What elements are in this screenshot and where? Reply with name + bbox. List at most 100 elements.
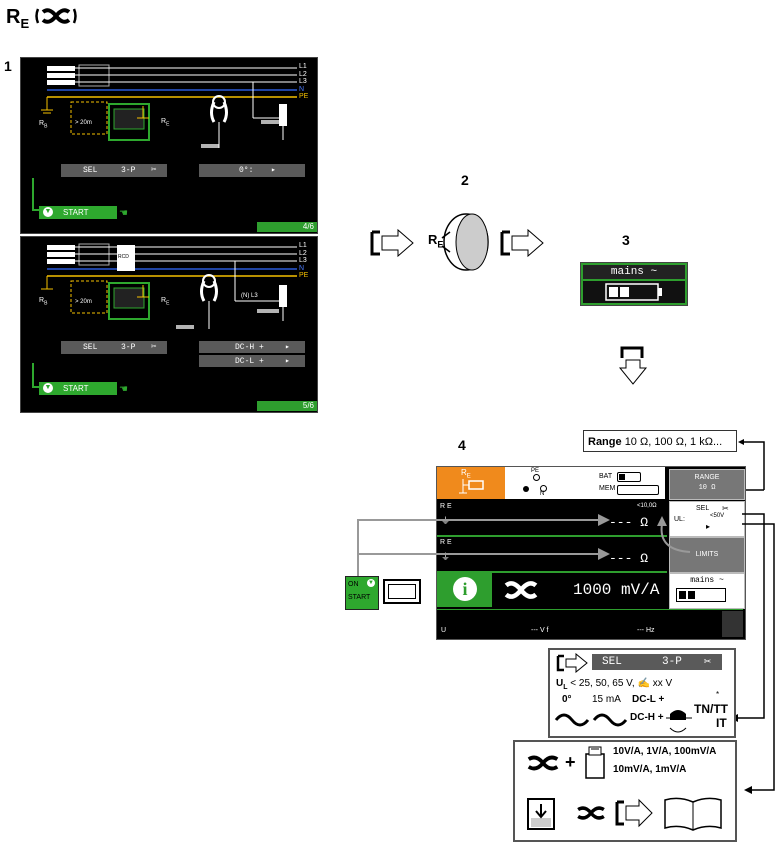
range-values: 10 Ω, 100 Ω, 1 kΩ... bbox=[624, 436, 723, 448]
rotary-knob-icon[interactable] bbox=[440, 210, 492, 274]
arrow-down-icon bbox=[618, 346, 648, 385]
arrow-icon bbox=[556, 653, 588, 673]
re-label: RE bbox=[161, 297, 170, 307]
rb-label: RB bbox=[39, 120, 48, 130]
footnote-star: * bbox=[716, 690, 720, 699]
wiring-diagram-rcd bbox=[41, 243, 297, 329]
page-indicator: 5/6 bbox=[257, 401, 317, 411]
sel-button[interactable]: SEL ✂ UL: <50V ▸ bbox=[669, 501, 745, 537]
range-info-box: Range 10 Ω, 100 Ω, 1 kΩ... bbox=[583, 430, 737, 452]
line-label-l2: L2 bbox=[299, 70, 307, 78]
dc-h-label: DC-H + bbox=[630, 712, 664, 723]
network-it: IT bbox=[716, 716, 727, 730]
limit-value: <10,0Ω bbox=[637, 503, 657, 509]
waveform-icons bbox=[554, 710, 692, 733]
screen-5-of-6: RCD L1 L2 L3 N PE RB > 20m RE (N) L3 SEL… bbox=[20, 236, 318, 413]
mains-label: mains ~ bbox=[583, 265, 685, 279]
green-connector bbox=[32, 363, 41, 388]
clamp-icon bbox=[504, 581, 538, 599]
start-icon: ▼ bbox=[43, 207, 53, 217]
current-label: 15 mA bbox=[592, 694, 621, 705]
waveform-icon: ▸ bbox=[285, 343, 290, 352]
hand-icon: ☚ bbox=[119, 384, 128, 395]
selector-dial-icon[interactable] bbox=[527, 798, 555, 830]
sel-field[interactable]: SEL 3-P ✂ bbox=[592, 654, 722, 670]
re-knob-label: RE bbox=[428, 232, 444, 250]
terminal-dot-icon bbox=[523, 486, 529, 492]
arrow-icon bbox=[500, 228, 544, 258]
step-number-2: 2 bbox=[461, 172, 469, 188]
clamp-info-panel: + 10V/A, 1V/A, 100mV/A 10mV/A, 1mV/A bbox=[513, 740, 737, 842]
clamp-icon bbox=[527, 755, 559, 771]
clamp-ranges-1: 10V/A, 1V/A, 100mV/A bbox=[613, 746, 717, 757]
network-tn-tt: TN/TT bbox=[694, 702, 728, 716]
bat-label: BAT bbox=[599, 473, 613, 480]
waveform-icon: ▸ bbox=[285, 357, 290, 366]
waveform-icon: ▸ bbox=[706, 522, 711, 531]
wiring-diagram bbox=[41, 64, 297, 148]
sel-field[interactable]: SEL 3-P ✂ bbox=[61, 341, 167, 354]
n-l3-label: (N) L3 bbox=[241, 293, 258, 299]
manual-book-icon bbox=[664, 797, 722, 831]
screen-4-of-6: L1 L2 L3 N PE RB > 20m RE SEL 3-P ✂ 0°: … bbox=[20, 57, 318, 234]
pe-terminal-icon bbox=[533, 474, 540, 481]
rcd-label: RCD bbox=[118, 254, 129, 260]
line-label-pe: PE bbox=[299, 272, 309, 279]
green-connector bbox=[32, 178, 41, 211]
earth-icon: ⏚ bbox=[441, 552, 451, 562]
pe-label: PE bbox=[531, 468, 540, 474]
memory-bar bbox=[617, 485, 659, 495]
tab-re[interactable]: RE bbox=[437, 467, 505, 499]
limits-button[interactable]: LIMITS bbox=[669, 537, 745, 573]
measurement-row-2: R E ⏚ --- Ω bbox=[437, 537, 667, 573]
page-indicator: 4/6 bbox=[257, 222, 317, 232]
n-terminal-icon bbox=[540, 485, 547, 492]
line-label-n: N bbox=[299, 264, 305, 272]
on-start-key[interactable]: ON ▼ START bbox=[345, 576, 379, 610]
start-button[interactable]: ▼ START bbox=[39, 206, 117, 219]
edit-icon: ✍ bbox=[637, 678, 650, 689]
voltage-label: U bbox=[441, 627, 447, 634]
n-label: N bbox=[540, 491, 545, 497]
mem-label: MEM bbox=[599, 485, 616, 492]
status-area: PE N BAT MEM bbox=[505, 467, 665, 499]
hand-icon: ☚ bbox=[119, 208, 128, 219]
range-button[interactable]: RANGE 10 Ω bbox=[669, 469, 745, 500]
clamp-ranges-2: 10mV/A, 1mV/A bbox=[613, 764, 687, 775]
frequency-value: --- Hz bbox=[637, 627, 655, 634]
sel-field[interactable]: SEL 3-P ✂ bbox=[61, 164, 167, 177]
battery-icon bbox=[617, 472, 641, 482]
dc-l-field[interactable]: DC-L + ▸ bbox=[199, 355, 305, 367]
dc-l-label: DC-L + bbox=[632, 694, 665, 705]
angle-label: 0° bbox=[562, 694, 572, 705]
line-label-pe: PE bbox=[299, 93, 309, 100]
voltage-value: --- V f bbox=[531, 627, 549, 634]
re-label: RE bbox=[161, 118, 170, 128]
angle-value: 0°: bbox=[239, 166, 254, 175]
sel-info-panel: SEL 3-P ✂ UL < 25, 50, 65 V, ✍ xx V * 0°… bbox=[548, 648, 736, 738]
start-arrows bbox=[357, 514, 691, 576]
clamp-meter-icon bbox=[585, 746, 605, 779]
line-label-l3: L3 bbox=[299, 257, 307, 264]
arrow-icon bbox=[615, 798, 653, 828]
start-button[interactable]: ▼ START bbox=[39, 382, 117, 395]
line-label-l2: L2 bbox=[299, 249, 307, 257]
angle-field[interactable]: 0°: ▸ bbox=[199, 164, 305, 177]
arrow-icon bbox=[370, 228, 414, 258]
selector-icon: ✂ bbox=[151, 342, 157, 352]
clamp-ratio-value: 1000 mV/A bbox=[573, 581, 660, 599]
earth-resistor-icon bbox=[459, 479, 484, 494]
start-icon: ▼ bbox=[367, 579, 375, 587]
step-number-4: 4 bbox=[458, 437, 466, 453]
selector-icon: ✂ bbox=[704, 655, 712, 669]
start-icon: ▼ bbox=[43, 383, 53, 393]
sel-value: 3-P bbox=[121, 166, 136, 175]
line-label-l3: L3 bbox=[299, 78, 307, 85]
sel-connectors bbox=[730, 513, 775, 794]
dc-h-field[interactable]: DC-H + ▸ bbox=[199, 341, 305, 353]
battery-icon bbox=[605, 283, 662, 301]
info-icon: i bbox=[453, 577, 477, 601]
info-button[interactable]: i bbox=[437, 573, 492, 607]
re-value: --- Ω bbox=[609, 551, 649, 566]
battery-icon bbox=[676, 588, 726, 602]
